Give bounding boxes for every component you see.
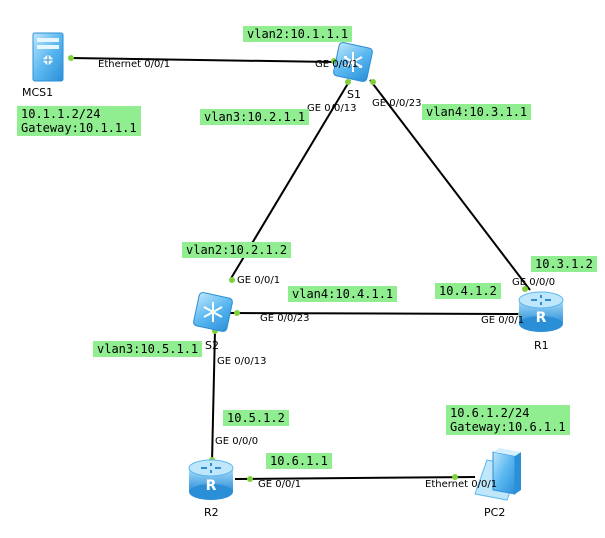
address-note-s2-vlan3: vlan3:10.5.1.1 bbox=[93, 341, 203, 357]
address-note-mcs1: 10.1.1.2/24 Gateway:10.1.1.1 bbox=[17, 106, 141, 136]
port-label-s1-ge0023: GE 0/0/23 bbox=[372, 98, 422, 109]
port-dot-s1-ge0023 bbox=[370, 79, 376, 85]
address-note-r2-ge001: 10.6.1.1 bbox=[266, 453, 332, 469]
address-note-s1-vlan4: vlan4:10.3.1.1 bbox=[422, 104, 532, 120]
link-s2-r1 bbox=[229, 312, 523, 315]
port-dot-r2-ge001 bbox=[247, 476, 253, 482]
address-note-r1-ge000: 10.3.1.2 bbox=[531, 256, 597, 272]
port-label-s1-ge001: GE 0/0/1 bbox=[315, 59, 359, 70]
link-s1-r1 bbox=[369, 79, 531, 291]
device-name-s2: S2 bbox=[205, 339, 219, 352]
port-label-r2-ge001: GE 0/0/1 bbox=[258, 479, 302, 490]
switch-icon[interactable] bbox=[333, 42, 373, 82]
port-dot-pc2-eth bbox=[452, 474, 458, 480]
switch-icon[interactable] bbox=[193, 292, 233, 332]
port-label-pc2-eth: Ethernet 0/0/1 bbox=[425, 479, 498, 490]
port-label-r2-ge000: GE 0/0/0 bbox=[215, 436, 259, 447]
device-name-s1: S1 bbox=[347, 88, 361, 101]
device-name-r1: R1 bbox=[534, 339, 549, 352]
port-label-r1-ge001: GE 0/0/1 bbox=[481, 315, 525, 326]
address-note-r2-ge000: 10.5.1.2 bbox=[223, 410, 289, 426]
router-icon[interactable]: R bbox=[188, 459, 234, 500]
link-mcs1-s1 bbox=[69, 57, 334, 63]
port-dot-mcs1 bbox=[68, 55, 74, 61]
svg-text:R: R bbox=[536, 310, 547, 326]
address-note-s1-vlan3: vlan3:10.2.1.1 bbox=[200, 109, 310, 125]
port-label-s2-ge001: GE 0/0/1 bbox=[237, 275, 281, 286]
link-s2-r2 bbox=[211, 329, 216, 463]
address-note-s2-vlan2: vlan2:10.2.1.2 bbox=[182, 242, 292, 258]
address-note-r1-ge001: 10.4.1.2 bbox=[435, 283, 501, 299]
address-note-pc2: 10.6.1.2/24 Gateway:10.6.1.1 bbox=[446, 405, 570, 435]
port-label-s2-ge0013: GE 0/0/13 bbox=[217, 356, 267, 367]
address-note-s2-vlan4: vlan4:10.4.1.1 bbox=[288, 286, 398, 302]
pc-icon[interactable] bbox=[474, 448, 521, 501]
link-r2-pc2 bbox=[234, 476, 476, 480]
address-note-s1-vlan2: vlan2:10.1.1.1 bbox=[243, 26, 353, 42]
port-dot-r1-ge000 bbox=[522, 286, 528, 292]
port-dot-s1-ge0013 bbox=[345, 79, 351, 85]
port-label-r1-ge000: GE 0/0/0 bbox=[512, 277, 556, 288]
device-name-mcs1: MCS1 bbox=[22, 86, 54, 99]
port-dot-s2-ge001 bbox=[229, 277, 235, 283]
port-dot-s2-ge0023 bbox=[234, 310, 240, 316]
svg-text:R: R bbox=[206, 478, 217, 494]
device-name-r2: R2 bbox=[204, 506, 219, 519]
port-label-s1-ge0013: GE 0/0/13 bbox=[307, 103, 357, 114]
router-icon[interactable]: R bbox=[518, 291, 564, 332]
port-label-mcs1-eth: Ethernet 0/0/1 bbox=[98, 59, 171, 70]
port-label-s2-ge0023: GE 0/0/23 bbox=[260, 313, 310, 324]
device-name-pc2: PC2 bbox=[484, 506, 506, 519]
server-icon[interactable] bbox=[32, 32, 64, 82]
